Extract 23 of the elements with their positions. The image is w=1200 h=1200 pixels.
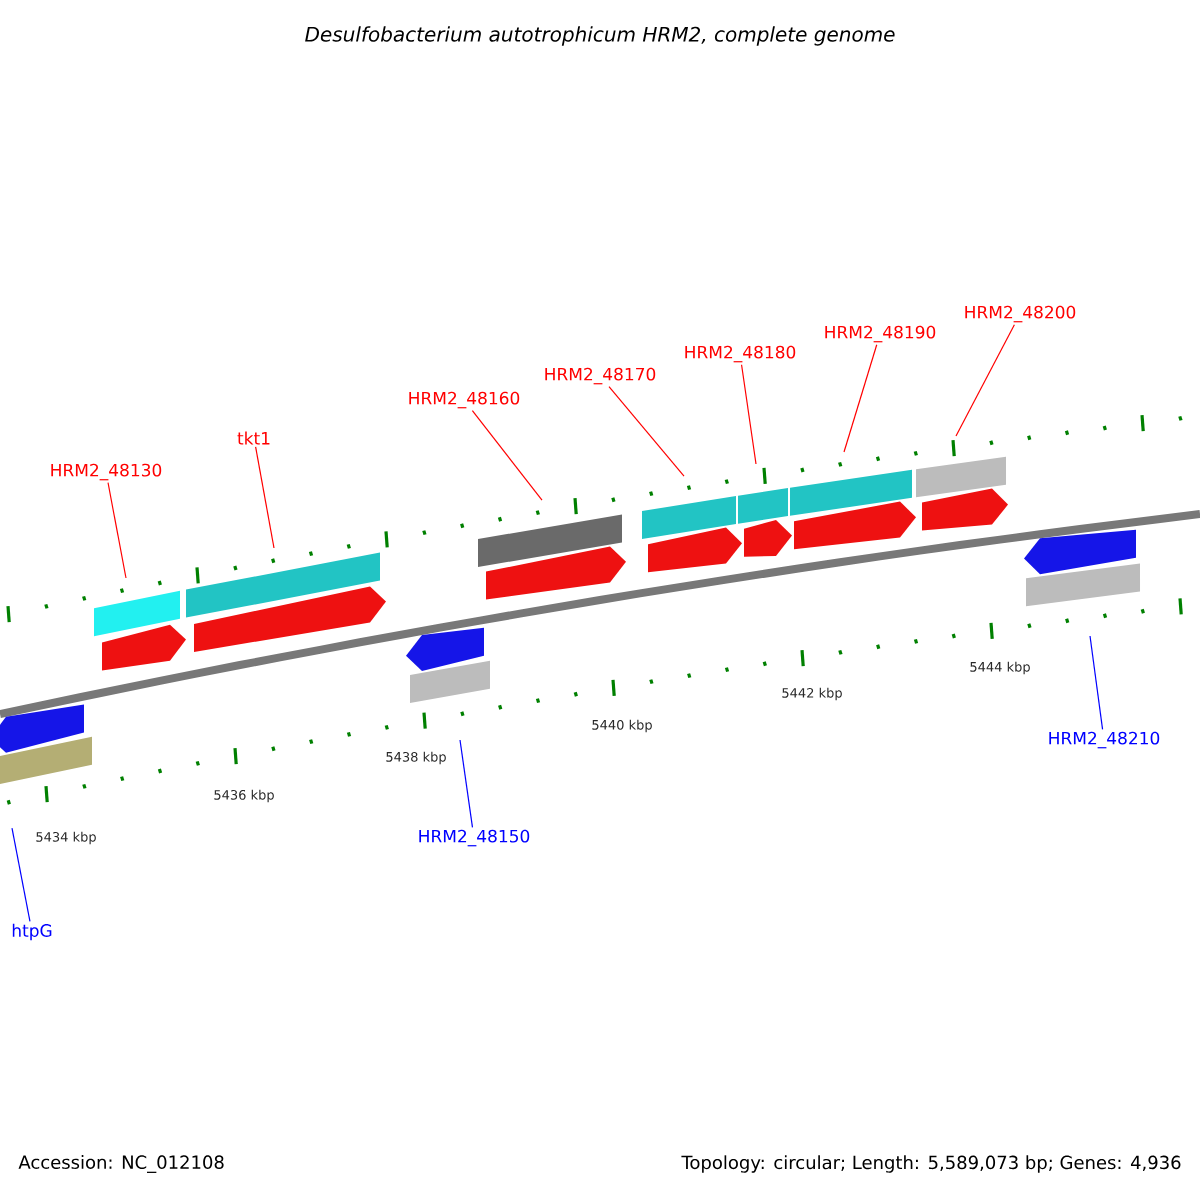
gene-label: HRM2_48210 [1049, 731, 1160, 749]
leader-line [1089, 635, 1104, 730]
gene-label: htpG [12, 923, 52, 941]
leader-line [255, 446, 275, 549]
leader-line [11, 827, 31, 922]
gene-label: HRM2_48170 [545, 367, 656, 385]
gene-label: HRM2_48180 [685, 345, 796, 363]
gene-label: HRM2_48200 [965, 305, 1076, 323]
gene-label: HRM2_48130 [51, 463, 162, 481]
leader-line [955, 324, 1015, 437]
leader-line [740, 364, 757, 465]
leader-line [107, 482, 127, 579]
leader-line [608, 386, 685, 477]
footer-text: Accession: NC_012108 [18, 1155, 224, 1173]
gene-label: HRM2_48160 [409, 391, 520, 409]
gene-label: HRM2_48190 [825, 325, 936, 343]
gene-label: HRM2_48150 [419, 829, 530, 847]
leader-line [843, 344, 878, 453]
gene-label: tkt1 [237, 431, 270, 445]
title: Desulfobacterium autotrophicum HRM2, complete genome [305, 26, 895, 46]
leader-line [471, 410, 543, 501]
footer-text: Topology: circular; Length: 5,589,073 bp; Genes: 4,936 [681, 1155, 1181, 1173]
leader-line [459, 739, 474, 828]
